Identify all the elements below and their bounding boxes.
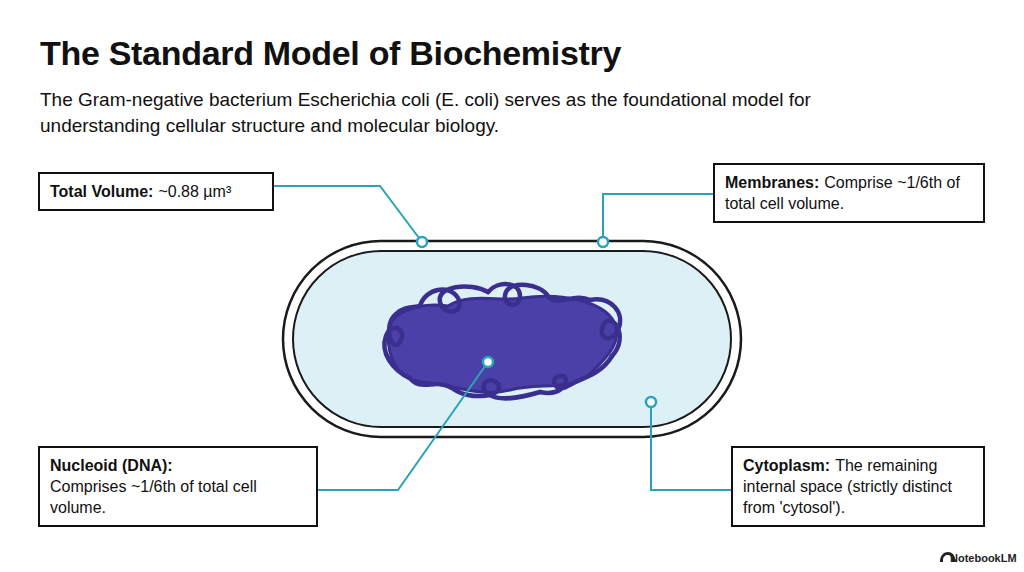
leader-dot [483, 357, 493, 367]
leader-dots [417, 237, 656, 407]
leader-line [651, 402, 731, 490]
callout-box: Nucleoid (DNA):Comprises ~1/6th of total… [38, 446, 318, 527]
watermark: NotebookLM [950, 552, 1017, 564]
diagram-title: The Standard Model of Biochemistry [40, 34, 621, 73]
dna-loop [590, 299, 620, 356]
callout-heading: Total Volume: [50, 183, 153, 200]
diagram-caption: The Gram-negative bacterium Escherichia … [40, 87, 880, 139]
dna-loop [420, 287, 488, 312]
inner-membrane [293, 251, 731, 427]
dna-loops [384, 284, 620, 398]
leader-line [274, 186, 422, 242]
leader-lines [274, 186, 731, 490]
callout-heading: Membranes: [725, 174, 819, 191]
callout-heading: Nucleoid (DNA): [50, 455, 306, 476]
outer-membrane [283, 241, 741, 437]
callout-heading: Cytoplasm: [743, 457, 830, 474]
leader-dot [598, 237, 608, 247]
callout-box: Total Volume: ~0.88 µm³ [38, 172, 274, 211]
dna-loop [384, 306, 420, 378]
leader-line [318, 362, 488, 490]
callout-box: Cytoplasm:The remaining internal space (… [731, 446, 985, 527]
callout-body: Comprises ~1/6th of total cell volume. [50, 478, 257, 516]
leader-dot [646, 397, 656, 407]
leader-line [603, 194, 713, 242]
dna-loop [540, 356, 612, 393]
callout-body: ~0.88 µm³ [158, 183, 231, 200]
leader-dot [417, 237, 427, 247]
callout-box: Membranes:Comprise ~1/6th of total cell … [713, 163, 985, 223]
nucleoid-blob [388, 296, 617, 392]
dna-loop [488, 284, 590, 305]
